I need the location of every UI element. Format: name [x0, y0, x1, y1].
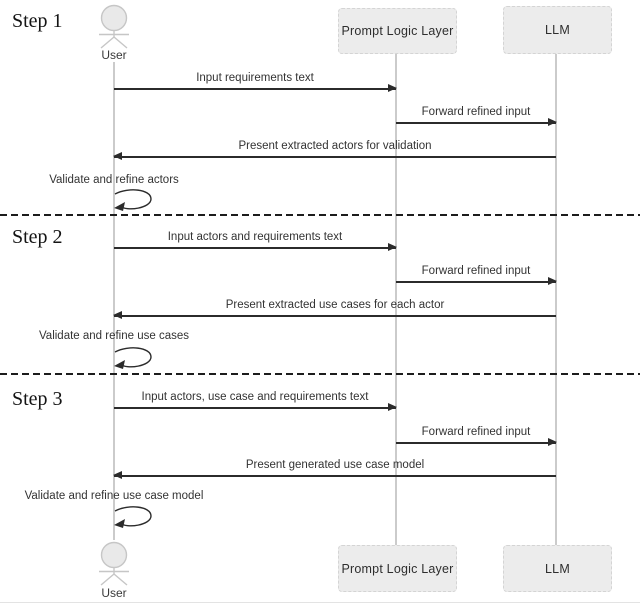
prompt-logic-layer-lifeline: [395, 52, 397, 545]
message-arrow: [396, 438, 557, 447]
arrowhead-right-icon: [388, 84, 397, 93]
step-1-label: Step 1: [12, 10, 63, 32]
self-message-validate-use-case-model-label: Validate and refine use case model: [24, 490, 204, 502]
message-arrow: [396, 277, 557, 286]
message-label: Forward refined input: [421, 106, 531, 118]
message-arrow: [114, 243, 397, 252]
user-actor-bottom: [92, 540, 136, 591]
message-forward-refined-input-1: Forward refined input: [396, 106, 557, 127]
self-message-validate-use-cases-label: Validate and refine use cases: [38, 330, 190, 342]
arrowhead-left-icon: [113, 471, 122, 480]
message-input-actors-requirements: Input actors and requirements text: [114, 231, 397, 252]
message-arrow: [114, 403, 397, 412]
llm-label-bottom: LLM: [545, 561, 570, 576]
message-label: Forward refined input: [421, 426, 531, 438]
prompt-logic-layer-box-bottom: Prompt Logic Layer: [338, 545, 457, 592]
arrowhead-right-icon: [388, 403, 397, 412]
message-arrow: [113, 152, 556, 161]
arrowhead-right-icon: [388, 243, 397, 252]
message-label: Present extracted use cases for each act…: [225, 299, 445, 311]
arrowhead-right-icon: [548, 438, 557, 447]
user-label-top: User: [101, 48, 127, 62]
prompt-logic-layer-label-bottom: Prompt Logic Layer: [341, 561, 454, 576]
stick-figure-icon: [99, 541, 129, 586]
user-actor-top: [92, 3, 136, 54]
message-label: Input actors and requirements text: [167, 231, 343, 243]
message-forward-refined-input-3: Forward refined input: [396, 426, 557, 447]
self-message-loop-icon: [114, 188, 154, 217]
message-present-use-case-model: Present generated use case model: [113, 459, 556, 480]
message-label: Input actors, use case and requirements …: [141, 391, 369, 403]
stick-figure-icon: [99, 4, 129, 49]
prompt-logic-layer-box-top: Prompt Logic Layer: [338, 8, 457, 54]
arrowhead-left-icon: [113, 152, 122, 161]
arrowhead-right-icon: [548, 118, 557, 127]
step-separator-1: [0, 214, 640, 216]
message-label: Present extracted actors for validation: [238, 140, 432, 152]
message-forward-refined-input-2: Forward refined input: [396, 265, 557, 286]
arrowhead-right-icon: [548, 277, 557, 286]
message-label: Input requirements text: [196, 72, 314, 84]
message-present-extracted-actors: Present extracted actors for validation: [113, 140, 556, 161]
llm-box-top: LLM: [503, 6, 612, 54]
message-input-actors-use-case-requirements: Input actors, use case and requirements …: [114, 391, 397, 412]
message-arrow: [396, 118, 557, 127]
step-3-label: Step 3: [12, 388, 63, 410]
self-message-loop-icon: [114, 505, 154, 534]
llm-label-top: LLM: [545, 23, 570, 37]
llm-lifeline: [555, 52, 557, 545]
user-lifeline: [113, 62, 115, 540]
message-arrow: [113, 311, 556, 320]
self-message-validate-actors-label: Validate and refine actors: [49, 174, 179, 186]
message-arrow: [114, 84, 397, 93]
step-separator-2: [0, 373, 640, 375]
self-message-loop-icon: [114, 346, 154, 375]
user-label-bottom: User: [101, 586, 127, 600]
message-arrow: [113, 471, 556, 480]
step-2-label: Step 2: [12, 226, 63, 248]
message-label: Present generated use case model: [245, 459, 425, 471]
prompt-logic-layer-label-top: Prompt Logic Layer: [341, 24, 454, 38]
message-label: Forward refined input: [421, 265, 531, 277]
llm-box-bottom: LLM: [503, 545, 612, 592]
message-present-use-cases: Present extracted use cases for each act…: [113, 299, 556, 320]
arrowhead-left-icon: [113, 311, 122, 320]
message-input-requirements-text: Input requirements text: [114, 72, 397, 93]
